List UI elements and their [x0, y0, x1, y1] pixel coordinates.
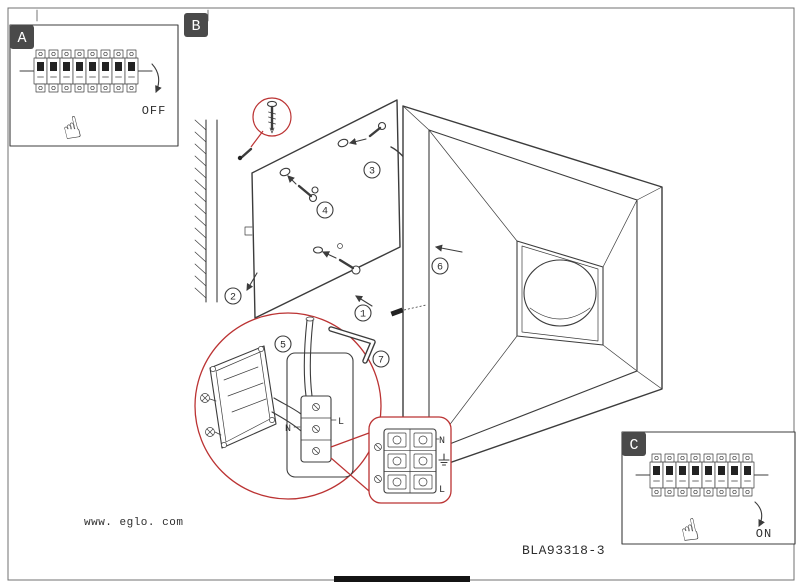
lamp-back-panel	[516, 240, 604, 346]
wall-anchor-icon	[237, 147, 253, 161]
switch-off-arrow	[151, 63, 162, 93]
fixing-screw-icon	[200, 393, 217, 403]
bottom-print-bar	[334, 576, 470, 582]
connector-terminals	[387, 432, 433, 490]
clamp-screw-icon	[374, 475, 382, 483]
arrow-step2	[246, 272, 258, 291]
lamp-body	[402, 105, 663, 480]
panel-c: C ☝ ON	[621, 431, 796, 550]
allen-key-icon	[328, 326, 376, 364]
panel-b-label: B	[191, 18, 200, 35]
callout-6-number: 6	[437, 263, 443, 274]
callout-5: 5	[274, 335, 292, 353]
connector-live-label: L	[439, 485, 445, 496]
driver-wires	[271, 397, 302, 432]
panel-c-label: C	[629, 437, 638, 454]
detail-link-line-bottom	[330, 457, 370, 492]
hatch-lines	[194, 119, 207, 299]
arrow	[322, 251, 337, 259]
panel-a-label: A	[17, 30, 26, 47]
callout-2: 2	[224, 287, 242, 305]
lamp-recess-circle	[523, 259, 597, 327]
supply-cable	[303, 316, 315, 397]
model-number-text: BLA93318-3	[522, 543, 605, 558]
set-screw-icon	[390, 307, 404, 317]
driver-box	[209, 345, 277, 449]
wiring-detail-balloon: N L	[194, 312, 382, 500]
callout-4-number: 4	[322, 207, 328, 218]
website-text: www. eglo. com	[84, 517, 183, 529]
arrow	[348, 138, 367, 145]
connector-detail: N L	[368, 416, 452, 504]
screw-3-assembly	[348, 121, 387, 145]
callout-3-number: 3	[369, 167, 375, 178]
callout-7: 7	[372, 350, 390, 368]
screw-4-assembly	[287, 175, 318, 203]
plate-hole-small	[337, 243, 343, 249]
switch-on-arrow	[754, 501, 765, 527]
callout-3: 3	[363, 161, 381, 179]
callout-2-number: 2	[230, 293, 236, 304]
clamp-screw-icon	[374, 443, 382, 451]
plate-hole-top-left	[279, 167, 291, 177]
screw-highlight-detail	[237, 97, 292, 161]
screw-icon	[266, 100, 278, 134]
on-label: ON	[756, 527, 772, 541]
plate-hole-center	[311, 186, 319, 194]
plate-hole-bottom	[312, 246, 324, 254]
highlight-circle	[252, 97, 292, 137]
terminal-block	[300, 395, 332, 463]
fixing-screw-icon	[205, 427, 222, 437]
plate-hole-top-right	[337, 138, 349, 148]
panel-b-label-box	[184, 13, 208, 37]
panel-a: A ☝ OFF	[9, 24, 179, 148]
detail-link-line-top	[330, 432, 370, 448]
callout-7-number: 7	[378, 356, 384, 367]
set-screw-assembly	[390, 304, 427, 317]
arrow	[287, 175, 297, 185]
panel-c-label-box	[622, 432, 646, 456]
plate-clip-tab	[244, 226, 253, 236]
highlight-leader-line	[250, 130, 264, 148]
mount-direction-arrow	[434, 244, 463, 253]
callout-1-number: 1	[360, 310, 366, 321]
callout-6: 6	[431, 257, 449, 275]
lamp-recess-arc	[529, 307, 591, 320]
bolt-assembly	[322, 251, 361, 275]
neutral-label: N	[285, 424, 291, 435]
wall-hatch	[194, 119, 218, 303]
callout-4: 4	[316, 201, 334, 219]
section-b: B	[184, 13, 208, 37]
earth-ground-icon	[438, 453, 450, 466]
live-label: L	[338, 417, 344, 428]
panel-a-label-box	[10, 25, 34, 49]
off-label: OFF	[142, 104, 167, 118]
connector-neutral-label: N	[439, 436, 445, 447]
arrow-step1	[355, 295, 373, 307]
callout-1: 1	[354, 304, 372, 322]
callout-5-number: 5	[280, 341, 286, 352]
lamp-back-panel-inner	[521, 245, 599, 342]
